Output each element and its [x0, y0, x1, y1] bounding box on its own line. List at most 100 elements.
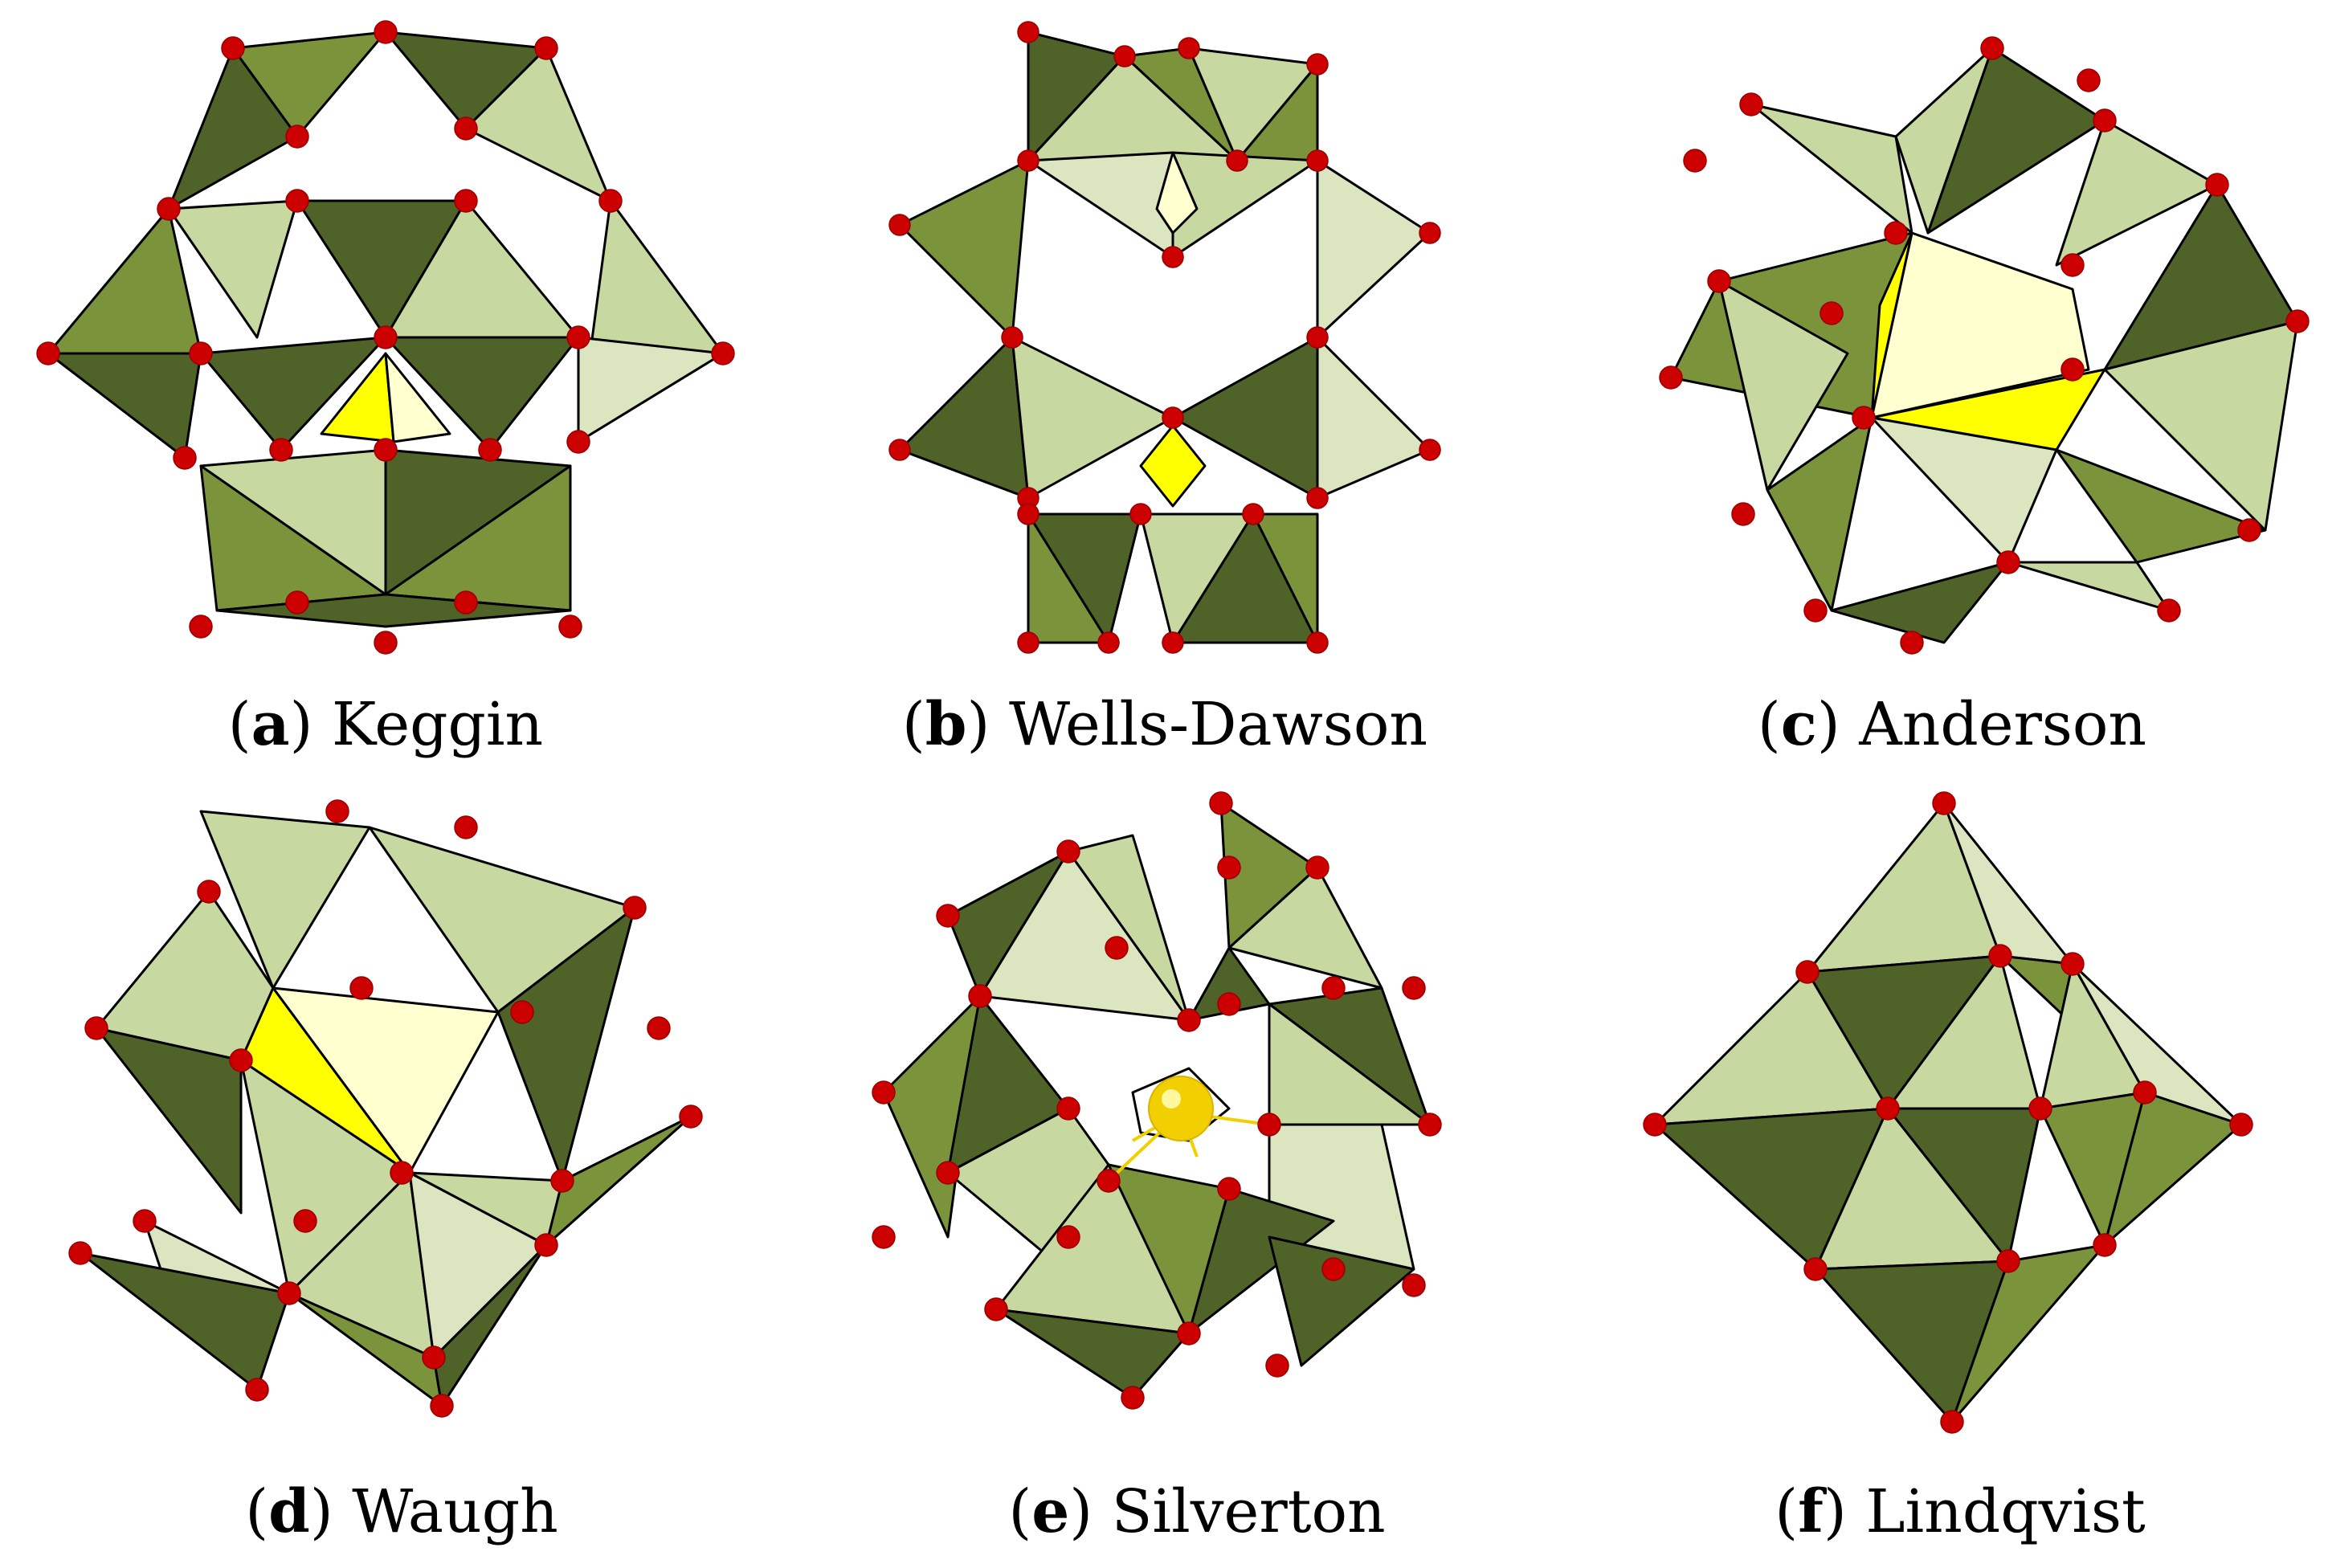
polyhedron-face: [464, 47, 612, 202]
polyhedron-face: [1011, 336, 1174, 500]
oxygen-atom: [510, 1000, 534, 1024]
oxygen-atom: [1980, 36, 2004, 60]
oxygen-atom: [1217, 992, 1241, 1016]
polyhedron-face: [1766, 416, 1873, 612]
oxygen-atom: [189, 341, 213, 365]
oxygen-atom: [1988, 944, 2012, 968]
oxygen-atom: [430, 1394, 454, 1418]
oxygen-atom: [1129, 503, 1152, 525]
oxygen-atom: [374, 20, 398, 44]
oxygen-atom: [968, 984, 992, 1008]
oxygen-atom: [1707, 269, 1731, 293]
polyhedron-face: [1316, 336, 1432, 500]
polyhedron-face: [1806, 802, 2002, 974]
oxygen-atom: [679, 1105, 703, 1129]
oxygen-atom: [1097, 1169, 1121, 1193]
polyhedron-face: [1926, 47, 2106, 235]
oxygen-atom: [1683, 149, 1707, 173]
oxygen-atom: [1321, 1257, 1346, 1281]
polyhedron-face: [1870, 231, 1913, 419]
oxygen-atom: [2077, 68, 2101, 92]
silverton-structure: [872, 791, 1442, 1410]
oxygen-atom: [872, 1225, 896, 1249]
oxygen-atom: [197, 880, 221, 904]
polyhedron-face: [1830, 561, 2010, 644]
oxygen-atom: [872, 1080, 896, 1105]
oxygen-atom: [1402, 976, 1426, 1000]
oxygen-atom: [2060, 357, 2085, 382]
caption-letter: f: [1798, 1477, 1824, 1546]
panel-lindqvist: (f) Lindqvist: [1639, 787, 2281, 1541]
oxygen-atom: [1306, 487, 1329, 509]
oxygen-atom: [1097, 631, 1120, 654]
polyhedron-face: [978, 850, 1191, 1022]
polyhedron-face: [47, 352, 202, 459]
polyhedron-face: [2007, 561, 2171, 612]
polyhedron-face: [577, 336, 725, 443]
oxygen-atom: [1643, 1113, 1667, 1137]
oxygen-atom: [2229, 1113, 2253, 1137]
oxygen-atom: [277, 1281, 301, 1305]
oxygen-atom: [2093, 108, 2117, 133]
oxygen-atom: [2093, 1233, 2117, 1257]
oxygen-atom: [374, 631, 398, 655]
oxygen-atom: [1803, 598, 1828, 623]
oxygen-atom: [2285, 309, 2310, 333]
polyhedron-face: [1870, 416, 2058, 564]
polyhedron-face: [432, 1243, 548, 1407]
oxygen-atom: [1795, 960, 1820, 984]
oxygen-atom: [2060, 952, 2085, 976]
lindqvist-structure: [1643, 791, 2253, 1434]
oxygen-atom: [1876, 1096, 1900, 1121]
polyhedron-face: [1187, 1187, 1335, 1335]
oxygen-atom: [1001, 326, 1023, 349]
oxygen-atom: [325, 799, 349, 823]
oxygen-atom: [454, 815, 478, 839]
polyhedron-face: [496, 906, 636, 1182]
oxygen-atom: [1242, 503, 1264, 525]
oxygen-atom: [1900, 631, 1924, 655]
oxygen-atom: [269, 438, 293, 462]
oxygen-atom: [68, 1241, 92, 1265]
polyhedron-face: [2103, 1091, 2243, 1247]
polyhedron-face: [1316, 159, 1432, 339]
oxygen-atom: [534, 1233, 558, 1257]
oxygen-atom: [221, 36, 245, 60]
oxygen-atom: [1017, 631, 1039, 654]
oxygen-atom: [1257, 1113, 1281, 1137]
caption-keggin: (a) Keggin: [227, 690, 544, 759]
polyhedron-face: [384, 336, 580, 451]
oxygen-atom: [1177, 1008, 1201, 1032]
caption-name: Keggin: [332, 690, 544, 759]
oxygen-atom: [374, 325, 398, 349]
oxygen-atom: [1419, 222, 1441, 244]
oxygen-atom: [245, 1378, 269, 1402]
oxygen-atom: [1162, 631, 1184, 654]
oxygen-atom: [285, 189, 309, 213]
oxygen-atom: [1402, 1273, 1426, 1297]
polyhedron-face: [1027, 151, 1174, 259]
caption-name: Silverton: [1111, 1477, 1386, 1546]
oxygen-atom: [1739, 92, 1763, 116]
caption-name: Anderson: [1859, 690, 2147, 759]
oxygen-atom: [888, 214, 911, 236]
anderson-structure: [1659, 36, 2310, 655]
polyhedron-face: [995, 1308, 1191, 1399]
oxygen-atom: [422, 1345, 446, 1370]
polyhedron-face: [1027, 512, 1110, 644]
polyhedron-face: [1139, 424, 1207, 508]
caption-name: Waugh: [352, 1477, 558, 1546]
oxygen-atom: [1996, 1249, 2020, 1273]
polyhedron-face: [2055, 448, 2267, 564]
oxygen-atom: [1731, 502, 1755, 526]
oxygen-atom: [285, 125, 309, 149]
oxygen-atom: [647, 1016, 671, 1040]
caption-waugh: (d) Waugh: [245, 1477, 558, 1546]
oxygen-atom: [390, 1161, 414, 1185]
oxygen-atom: [1321, 976, 1346, 1000]
panel-keggin: (a) Keggin: [16, 16, 755, 754]
oxygen-atom: [1056, 839, 1080, 864]
oxygen-atom: [478, 438, 502, 462]
oxygen-atom: [2205, 173, 2229, 197]
